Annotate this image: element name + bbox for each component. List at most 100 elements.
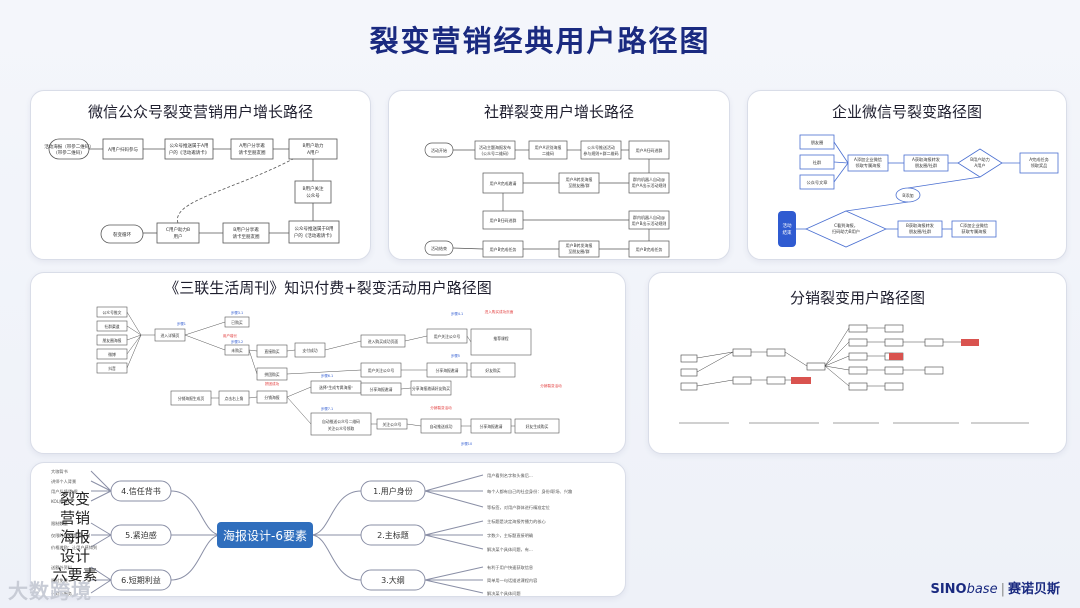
sanlian-flowchart: 公众号推文 社群渠道 朋友圈海报 微博 抖音 进入详情页 已购买 未购买 直接购…	[96, 306, 562, 446]
svg-text:送额外资料: 送额外资料	[51, 564, 73, 571]
card-distribution: 分销裂变用户路径图	[648, 272, 1067, 454]
svg-text:点击右上角: 点击右上角	[225, 396, 244, 401]
svg-text:用户: 用户	[174, 233, 183, 240]
branch-urgency: 5.紧迫感	[125, 530, 157, 540]
svg-text:分销海报生成页: 分销海报生成页	[178, 396, 205, 401]
svg-text:C添加企业微信: C添加企业微信	[960, 222, 988, 229]
svg-text:有利于用户快速获取信息: 有利于用户快速获取信息	[487, 564, 533, 571]
svg-text:朋友圈/社群: 朋友圈/社群	[915, 162, 938, 169]
svg-text:A用户: A用户	[974, 162, 985, 169]
community-flowchart: 活动开始 活动主题海报发布 (公众号二维码) 用户A识别海报 二维码 公众号推送…	[424, 140, 670, 258]
svg-text:进入购买成功页面: 进入购买成功页面	[485, 309, 514, 314]
svg-text:C用户助力B: C用户助力B	[166, 226, 190, 233]
svg-text:请卡至朋友圈: 请卡至朋友圈	[233, 233, 260, 240]
svg-text:结束: 结束	[783, 229, 792, 236]
svg-text:未购买: 未购买	[231, 348, 243, 353]
svg-text:用户A出示活动规则: 用户A出示活动规则	[632, 182, 667, 188]
svg-text:活动开始: 活动开始	[431, 147, 447, 153]
svg-text:B用户分享邀: B用户分享邀	[233, 226, 259, 233]
svg-text:用户增长: 用户增长	[223, 333, 238, 338]
svg-text:仅限时间/优惠倒计时: 仅限时间/优惠倒计时	[51, 532, 91, 539]
svg-text:参与规则+群二维码: 参与规则+群二维码	[583, 150, 618, 156]
svg-text:公众号: 公众号	[306, 193, 320, 199]
card-title-community: 社群裂变用户增长路径	[483, 103, 634, 121]
svg-text:字数少，主标题直接明确: 字数少，主标题直接明确	[487, 532, 533, 539]
branch-main-title: 2.主标题	[377, 530, 409, 540]
svg-text:A用户: A用户	[307, 149, 319, 156]
svg-text:领取奖品: 领取奖品	[1031, 162, 1048, 169]
svg-text:步骤7.1: 步骤7.1	[321, 406, 333, 411]
svg-text:用户B出示活动规则: 用户B出示活动规则	[632, 220, 667, 226]
svg-text:步骤3.2: 步骤3.2	[231, 339, 243, 344]
side-label-line: 六要素	[52, 566, 98, 584]
card-title-enterprise-wechat: 企业微信号裂变路径图	[831, 103, 982, 121]
card-title-sanlian: 《三联生活周刊》知识付费+裂变活动用户路径图	[164, 279, 492, 297]
svg-text:用户A扫码进群: 用户A扫码进群	[636, 147, 663, 153]
svg-text:朋友圈: 朋友圈	[811, 139, 824, 146]
svg-text:用户B完成任务: 用户B完成任务	[636, 246, 663, 252]
poster-mindmap: 海报设计-6要素 1.用户身份 2.主标题 3.大纲 4.信任背书 5.紧迫感 …	[51, 468, 573, 597]
svg-text:简单用一句话描述课程内容: 简单用一句话描述课程内容	[487, 577, 537, 584]
svg-text:抖音: 抖音	[108, 366, 116, 371]
svg-text:用户A完成邀请: 用户A完成邀请	[490, 180, 517, 186]
svg-text:社群: 社群	[813, 159, 822, 166]
svg-text:主标题是决定海报传播力的核心: 主标题是决定海报传播力的核心	[487, 518, 546, 525]
svg-text:B用户关注: B用户关注	[302, 185, 324, 192]
svg-text:微博: 微博	[108, 352, 116, 357]
svg-text:A完成任务: A完成任务	[1029, 156, 1049, 163]
branch-outline: 3.大纲	[381, 575, 405, 585]
svg-text:群内机器人自动@: 群内机器人自动@	[633, 214, 665, 220]
svg-text:A获取海报转发: A获取海报转发	[912, 156, 941, 163]
svg-text:活动结束: 活动结束	[431, 245, 447, 251]
svg-text:分享海报邀请: 分享海报邀请	[480, 424, 503, 429]
svg-text:用户看到名字和头像后...: 用户看到名字和头像后...	[487, 472, 533, 479]
svg-text:用户A识别海报: 用户A识别海报	[535, 144, 562, 150]
svg-text:二维码: 二维码	[542, 150, 554, 156]
svg-text:解决某个具体问题: 解决某个具体问题	[487, 590, 521, 597]
svg-text:解决某个具体问题，有...: 解决某个具体问题，有...	[487, 546, 533, 553]
svg-text:B获取海报转发: B获取海报转发	[906, 222, 935, 229]
enterprise-flowchart: 朋友圈 社群 公众号文章 A添加企业微信 领取专属海报 A获取海报转发 朋友圈/…	[778, 134, 1059, 248]
svg-text:C看到海报，: C看到海报，	[834, 222, 858, 229]
svg-text:活动: 活动	[783, 222, 792, 229]
svg-text:限制数量: 限制数量	[51, 520, 68, 527]
svg-text:大咖背书: 大咖背书	[51, 468, 68, 475]
svg-text:一对一服务: 一对一服务	[51, 590, 73, 597]
svg-text:分享海报邀请好友购买: 分享海报邀请好友购买	[412, 386, 450, 391]
svg-text:用户关注公众号: 用户关注公众号	[434, 334, 461, 339]
svg-text:B用户助力: B用户助力	[302, 142, 324, 149]
svg-text:直接购买: 直接购买	[264, 349, 279, 354]
svg-text:群内机器人自动@: 群内机器人自动@	[633, 176, 665, 182]
svg-text:扫码助力B用户: 扫码助力B用户	[832, 228, 860, 235]
distribution-flowchart	[679, 324, 1029, 424]
svg-text:用户A转发海报: 用户A转发海报	[566, 176, 593, 182]
side-label-line: 裂变	[59, 490, 90, 508]
svg-text:分享海报邀请: 分享海报邀请	[370, 387, 393, 392]
svg-text:KOL推荐: KOL推荐	[51, 498, 68, 505]
svg-text:朋友圈/社群: 朋友圈/社群	[909, 228, 932, 235]
svg-text:裂变循环: 裂变循环	[113, 231, 131, 238]
card-wechat-official: 微信公众号裂变营销用户增长路径 活动海报（带参二维码	[30, 90, 371, 260]
svg-text:获取专属海报: 获取专属海报	[961, 228, 987, 235]
svg-text:朋友圈海报: 朋友圈海报	[103, 338, 122, 343]
poster-side-label: 裂变 营销 海报 设计 六要素	[40, 490, 110, 585]
svg-text:关注公众号领取: 关注公众号领取	[328, 426, 355, 431]
svg-text:A用户分享邀: A用户分享邀	[239, 142, 265, 149]
svg-text:B添加: B添加	[902, 192, 913, 199]
svg-text:用户B转发海报: 用户B转发海报	[566, 242, 593, 248]
svg-text:步骤10: 步骤10	[461, 441, 472, 446]
page-title: 裂变营销经典用户路径图	[369, 24, 711, 58]
branch-trust: 4.信任背书	[121, 486, 161, 496]
svg-text:步骤3.1: 步骤3.1	[231, 310, 243, 315]
svg-text:已购买: 已购买	[231, 320, 243, 325]
svg-text:用户关注公众号: 用户关注公众号	[368, 368, 395, 373]
svg-text:步骤1: 步骤1	[177, 321, 186, 326]
svg-text:拼团购买: 拼团购买	[264, 372, 279, 377]
side-label-line: 设计	[59, 547, 90, 565]
svg-text:拼团成功: 拼团成功	[265, 381, 280, 386]
svg-text:公众号推送活动: 公众号推送活动	[587, 144, 615, 150]
svg-text:公众号推送属于B用: 公众号推送属于B用	[294, 225, 333, 232]
svg-text:活动主题海报发布: 活动主题海报发布	[479, 144, 511, 150]
card-title-wechat-official: 微信公众号裂变营销用户增长路径	[87, 103, 313, 121]
svg-text:步骤6.1: 步骤6.1	[321, 373, 333, 378]
